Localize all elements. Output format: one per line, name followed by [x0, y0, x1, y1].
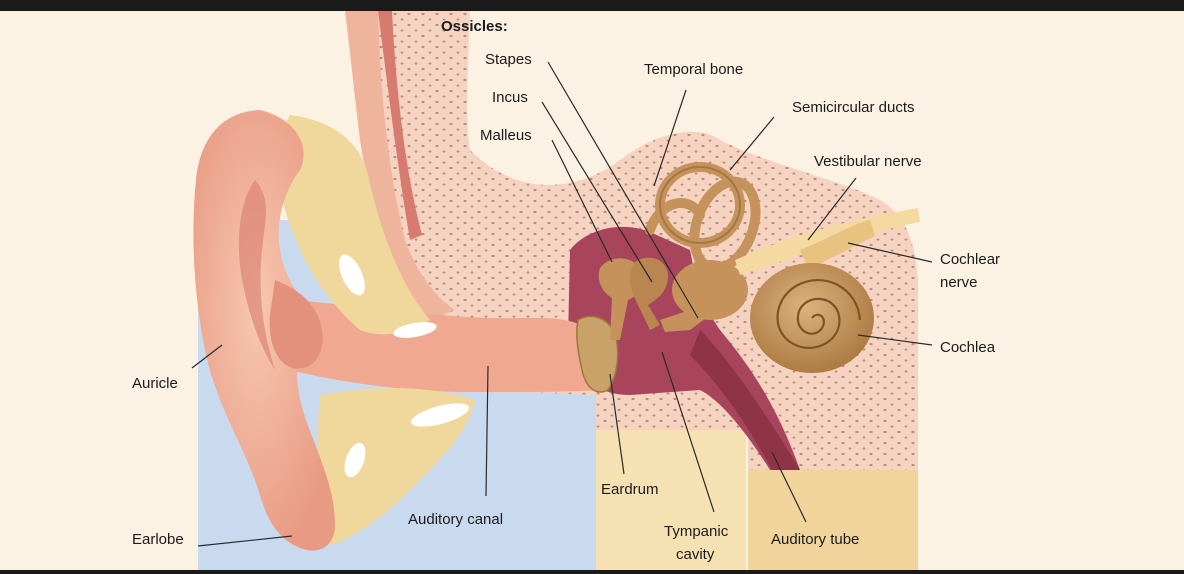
- label-auricle: Auricle: [132, 374, 178, 393]
- label-cochlear-nerve-line2: nerve: [940, 273, 978, 292]
- label-semicircular-ducts: Semicircular ducts: [792, 98, 915, 117]
- label-auditory-canal: Auditory canal: [408, 510, 503, 529]
- label-vestibular-nerve: Vestibular nerve: [814, 152, 922, 171]
- label-tympanic-cavity-line2: cavity: [676, 545, 714, 564]
- label-malleus: Malleus: [480, 126, 532, 145]
- label-incus: Incus: [492, 88, 528, 107]
- label-auditory-tube: Auditory tube: [771, 530, 859, 549]
- vestibule-shape: [672, 260, 748, 320]
- label-eardrum: Eardrum: [601, 480, 659, 499]
- label-ossicles: Ossicles:: [441, 17, 508, 36]
- top-band: [0, 0, 1184, 11]
- label-tympanic-cavity-line1: Tympanic: [664, 522, 728, 541]
- label-cochlear-nerve-line1: Cochlear: [940, 250, 1000, 269]
- label-cochlea: Cochlea: [940, 338, 995, 357]
- bottom-line: [0, 570, 1184, 574]
- label-earlobe: Earlobe: [132, 530, 184, 549]
- label-temporal-bone: Temporal bone: [644, 60, 743, 79]
- bottom-panel-right: [748, 470, 918, 570]
- label-stapes: Stapes: [485, 50, 532, 69]
- bottom-panel-left: [596, 430, 746, 570]
